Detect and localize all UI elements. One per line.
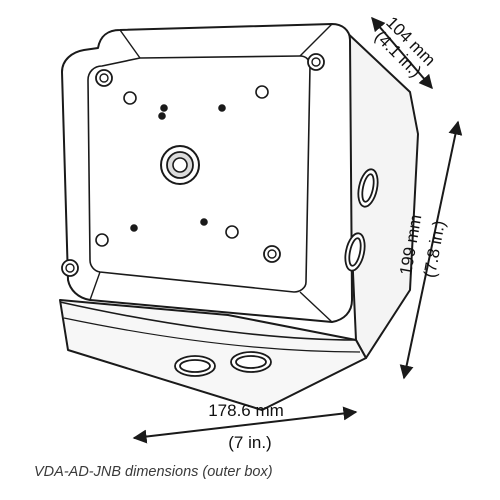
screw-icon: [95, 69, 113, 87]
knockout-icon: [174, 355, 216, 377]
mounting-hole-icon: [123, 91, 137, 105]
corner-screws: [61, 53, 325, 277]
dimension-arrows: [132, 16, 463, 444]
mounting-hole-icon: [160, 104, 168, 112]
knockout-icon: [357, 168, 379, 208]
mounting-hole-icon: [130, 224, 138, 232]
bottom-knockouts: [174, 351, 272, 377]
height-arrow: [399, 120, 463, 380]
width-metric: 178.6 mm: [208, 401, 284, 420]
mounting-hole-icon: [218, 104, 226, 112]
junction-box: [59, 23, 419, 411]
mounting-hole-icon: [225, 225, 239, 239]
box-front-face: [59, 299, 367, 411]
width-imperial: (7 in.): [228, 433, 271, 452]
height-label: 199 mm (7.8 in.): [396, 213, 449, 279]
knockout-icon: [344, 232, 366, 272]
center-gland-icon: [160, 145, 200, 185]
depth-arrow: [371, 16, 433, 90]
side-knockouts: [344, 168, 379, 272]
mounting-hole-icon: [158, 112, 166, 120]
mounting-hole-icon: [95, 233, 109, 247]
mounting-hole-icon: [200, 218, 208, 226]
knockout-icon: [230, 351, 272, 373]
width-arrow: [132, 406, 358, 444]
box-right-face: [341, 27, 419, 359]
screw-icon: [61, 259, 79, 277]
figure-caption: VDA-AD-JNB dimensions (outer box): [34, 464, 273, 480]
height-imperial: (7.8 in.): [420, 219, 449, 279]
screw-icon: [263, 245, 281, 263]
width-label: 178.6 mm (7 in.): [208, 401, 284, 452]
plate-holes: [95, 85, 269, 247]
screw-icon: [307, 53, 325, 71]
mounting-hole-icon: [255, 85, 269, 99]
